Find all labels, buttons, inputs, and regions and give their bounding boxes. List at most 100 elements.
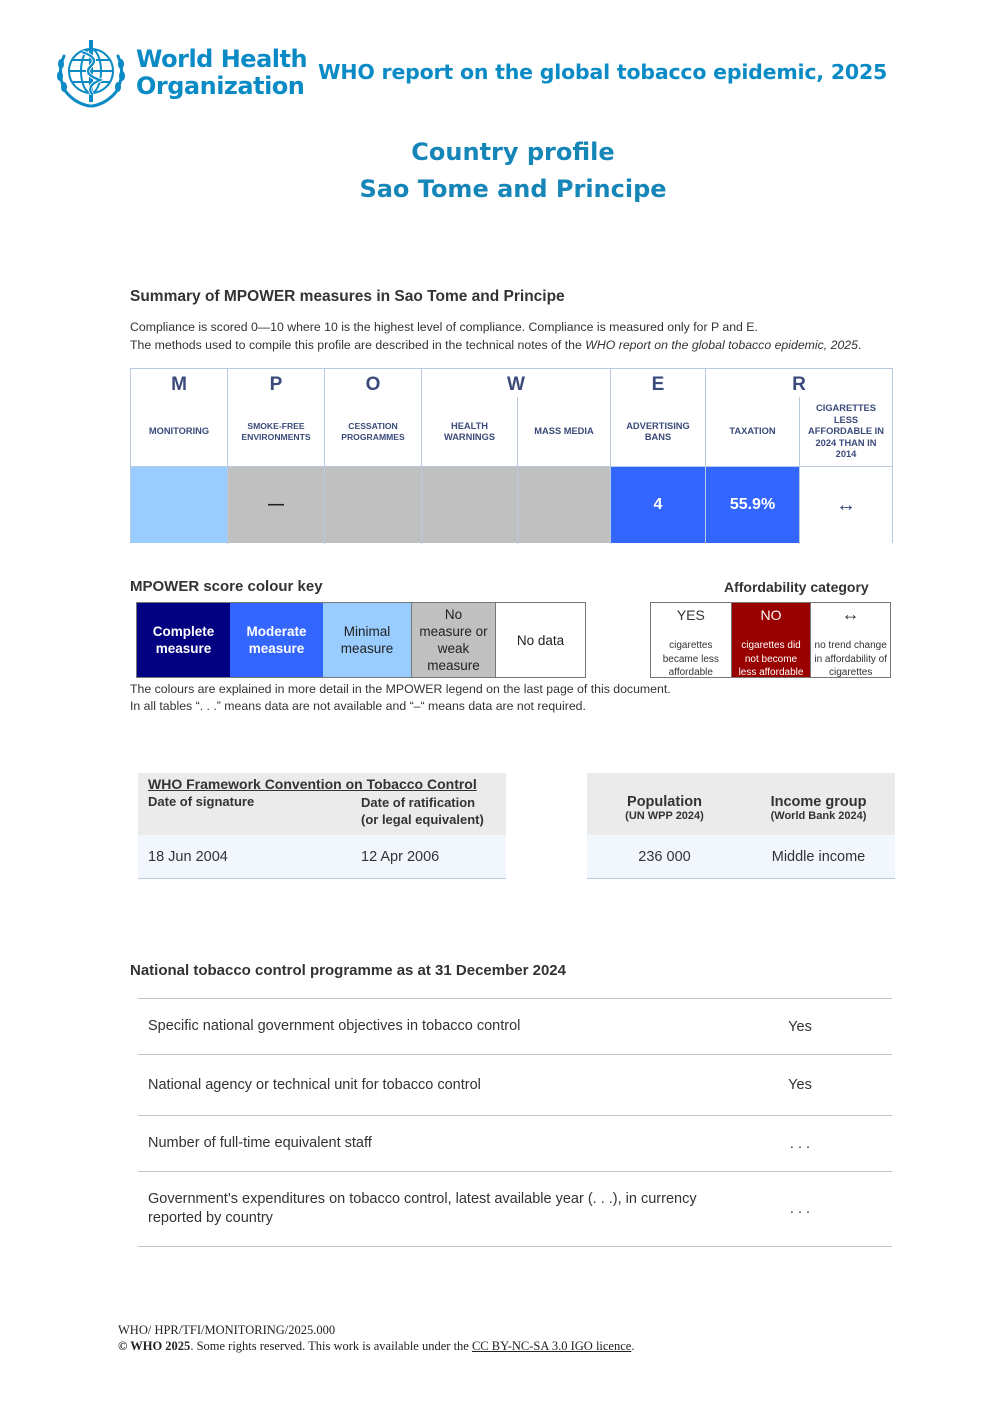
key-minimal-label: Minimal measure (340, 624, 394, 656)
row-question: Specific national government objectives … (148, 1018, 521, 1034)
fctc-col-signature: Date of signature (148, 794, 255, 809)
label-monitoring: MONITORING (148, 426, 210, 437)
mpower-table: — 4 55.9% ↔ M P O W E R MONITORING SMOKE… (130, 368, 893, 544)
row-answer: . . . (789, 1201, 811, 1217)
letter-w: W (507, 374, 525, 395)
letter-o: O (365, 374, 381, 395)
label-health-warnings: HEALTH WARNINGS (443, 420, 496, 443)
population-row: 236 000 Middle income (587, 835, 895, 879)
table-row: Number of full-time equivalent staff . .… (138, 1115, 892, 1171)
value-mass-media (518, 467, 610, 543)
fctc-ratification-date: 12 Apr 2006 (361, 849, 440, 865)
value-monitoring (131, 467, 227, 543)
copyright-end: . (631, 1339, 635, 1353)
national-programme-heading: National tobacco control programme as at… (130, 962, 566, 979)
row-question: National agency or technical unit for to… (148, 1076, 481, 1093)
population-table: Population (UN WPP 2024) Income group (W… (587, 773, 895, 880)
footer: WHO/ HPR/TFI/MONITORING/2025.000 © WHO 2… (118, 1322, 634, 1354)
key-complete: Complete measure (137, 603, 230, 677)
fctc-col-ratification: Date of ratification (or legal equivalen… (361, 794, 484, 828)
value-smoke-free: — (228, 467, 324, 543)
affordability-key: YES cigarettes became less affordable NO… (650, 602, 891, 678)
population-label-text: Population (627, 794, 702, 810)
affordability-heading: Affordability category (724, 579, 869, 595)
label-smoke-free: SMOKE-FREE ENVIRONMENTS (241, 420, 311, 443)
value-cessation (325, 467, 421, 543)
national-programme-table: Specific national government objectives … (138, 998, 892, 1247)
value-affordability: ↔ (800, 467, 892, 543)
aff-no-change-desc: no trend change in affordability of ciga… (814, 640, 887, 678)
row-question: Number of full-time equivalent staff (148, 1135, 372, 1151)
key-note: The colours are explained in more detail… (130, 681, 671, 715)
note-suffix: . (858, 338, 862, 352)
summary-note-line1: Compliance is scored 0—10 where 10 is th… (130, 320, 758, 334)
who-emblem-icon (57, 40, 125, 108)
colour-key-heading: MPOWER score colour key (130, 578, 323, 595)
label-mass-media: MASS MEDIA (534, 426, 594, 437)
label-taxation: TAXATION (729, 426, 776, 437)
aff-yes: YES cigarettes became less affordable (651, 603, 731, 678)
value-advertising-bans: 4 (611, 467, 705, 543)
row-answer: . . . (789, 1135, 811, 1152)
label-advertising-bans: ADVERTISING BANS (626, 420, 690, 443)
table-row: Government’s expenditures on tobacco con… (138, 1171, 892, 1247)
fctc-header: WHO Framework Convention on Tobacco Cont… (138, 773, 506, 835)
key-note-line1: The colours are explained in more detail… (130, 682, 671, 696)
org-name-line1: World Health (136, 45, 308, 73)
org-name-line2: Organization (136, 72, 305, 100)
fctc-title: WHO Framework Convention on Tobacco Cont… (148, 776, 477, 792)
fctc-col-ratification-line1: Date of ratification (361, 795, 476, 810)
key-no-measure-label: No measure or weak measure (419, 607, 488, 673)
population-source: (UN WPP 2024) (625, 810, 704, 822)
table-row: National agency or technical unit for to… (138, 1054, 892, 1115)
row-answer: Yes (788, 1077, 812, 1093)
population-value: 236 000 (638, 849, 691, 865)
income-label: Income group (World Bank 2024) (742, 794, 895, 822)
colour-key: Complete measure Moderate measure Minima… (136, 602, 586, 678)
copyright-text: . Some rights reserved. This work is ava… (190, 1339, 472, 1353)
letter-e: E (651, 374, 665, 395)
letter-p: P (269, 374, 283, 395)
note-prefix: The methods used to compile this profile… (130, 338, 586, 352)
summary-note-line2: The methods used to compile this profile… (130, 336, 861, 354)
country-profile-title: Country profile Sao Tome and Principe (0, 134, 992, 208)
aff-no-change: ↔ no trend change in affordability of ci… (810, 603, 890, 678)
licence-link[interactable]: CC BY-NC-SA 3.0 IGO licence (471, 1339, 632, 1353)
key-moderate-label: Moderate measure (246, 624, 307, 656)
value-taxation: 55.9% (706, 467, 799, 543)
report-title: WHO report on the global tobacco epidemi… (318, 60, 888, 84)
table-row: Specific national government objectives … (138, 998, 892, 1054)
summary-note: Compliance is scored 0—10 where 10 is th… (130, 318, 861, 354)
income-label-text: Income group (770, 794, 867, 810)
row-question: Government’s expenditures on tobacco con… (148, 1191, 697, 1226)
copyright-owner: © WHO 2025 (118, 1339, 191, 1353)
aff-no-symbol: NO (760, 607, 782, 623)
income-source: (World Bank 2024) (770, 810, 867, 822)
key-minimal: Minimal measure (323, 603, 411, 677)
aff-no-change-symbol: ↔ (841, 604, 860, 624)
document-code: WHO/ HPR/TFI/MONITORING/2025.000 (118, 1323, 336, 1337)
row-answer: Yes (788, 1018, 812, 1035)
aff-no-desc: cigarettes did not become less affordabl… (738, 640, 804, 678)
fctc-col-ratification-line2: (or legal equivalent) (361, 812, 484, 827)
income-value: Middle income (771, 849, 866, 865)
key-complete-label: Complete measure (152, 624, 215, 656)
label-cessation: CESSATION PROGRAMMES (341, 420, 405, 443)
aff-no: NO cigarettes did not become less afford… (730, 603, 811, 678)
population-header: Population (UN WPP 2024) Income group (W… (587, 773, 895, 835)
fctc-row: 18 Jun 2004 12 Apr 2006 (138, 835, 506, 879)
letter-m: M (171, 374, 187, 395)
key-no-measure: No measure or weak measure (411, 603, 495, 677)
population-label: Population (UN WPP 2024) (587, 794, 742, 822)
fctc-table: WHO Framework Convention on Tobacco Cont… (138, 773, 506, 880)
fctc-signature-date: 18 Jun 2004 (148, 849, 228, 865)
key-no-data-label: No data (516, 632, 565, 648)
label-affordability: CIGARETTES LESS AFFORDABLE IN 2024 THAN … (808, 403, 884, 460)
country-name: Sao Tome and Principe (359, 175, 667, 203)
letter-r: R (792, 374, 806, 395)
aff-yes-desc: cigarettes became less affordable (662, 640, 719, 678)
copyright: © WHO 2025. Some rights reserved. This w… (118, 1338, 634, 1354)
key-note-line2: In all tables “. . .” means data are not… (130, 699, 586, 713)
aff-yes-symbol: YES (676, 607, 705, 623)
value-health-warnings (422, 467, 517, 543)
